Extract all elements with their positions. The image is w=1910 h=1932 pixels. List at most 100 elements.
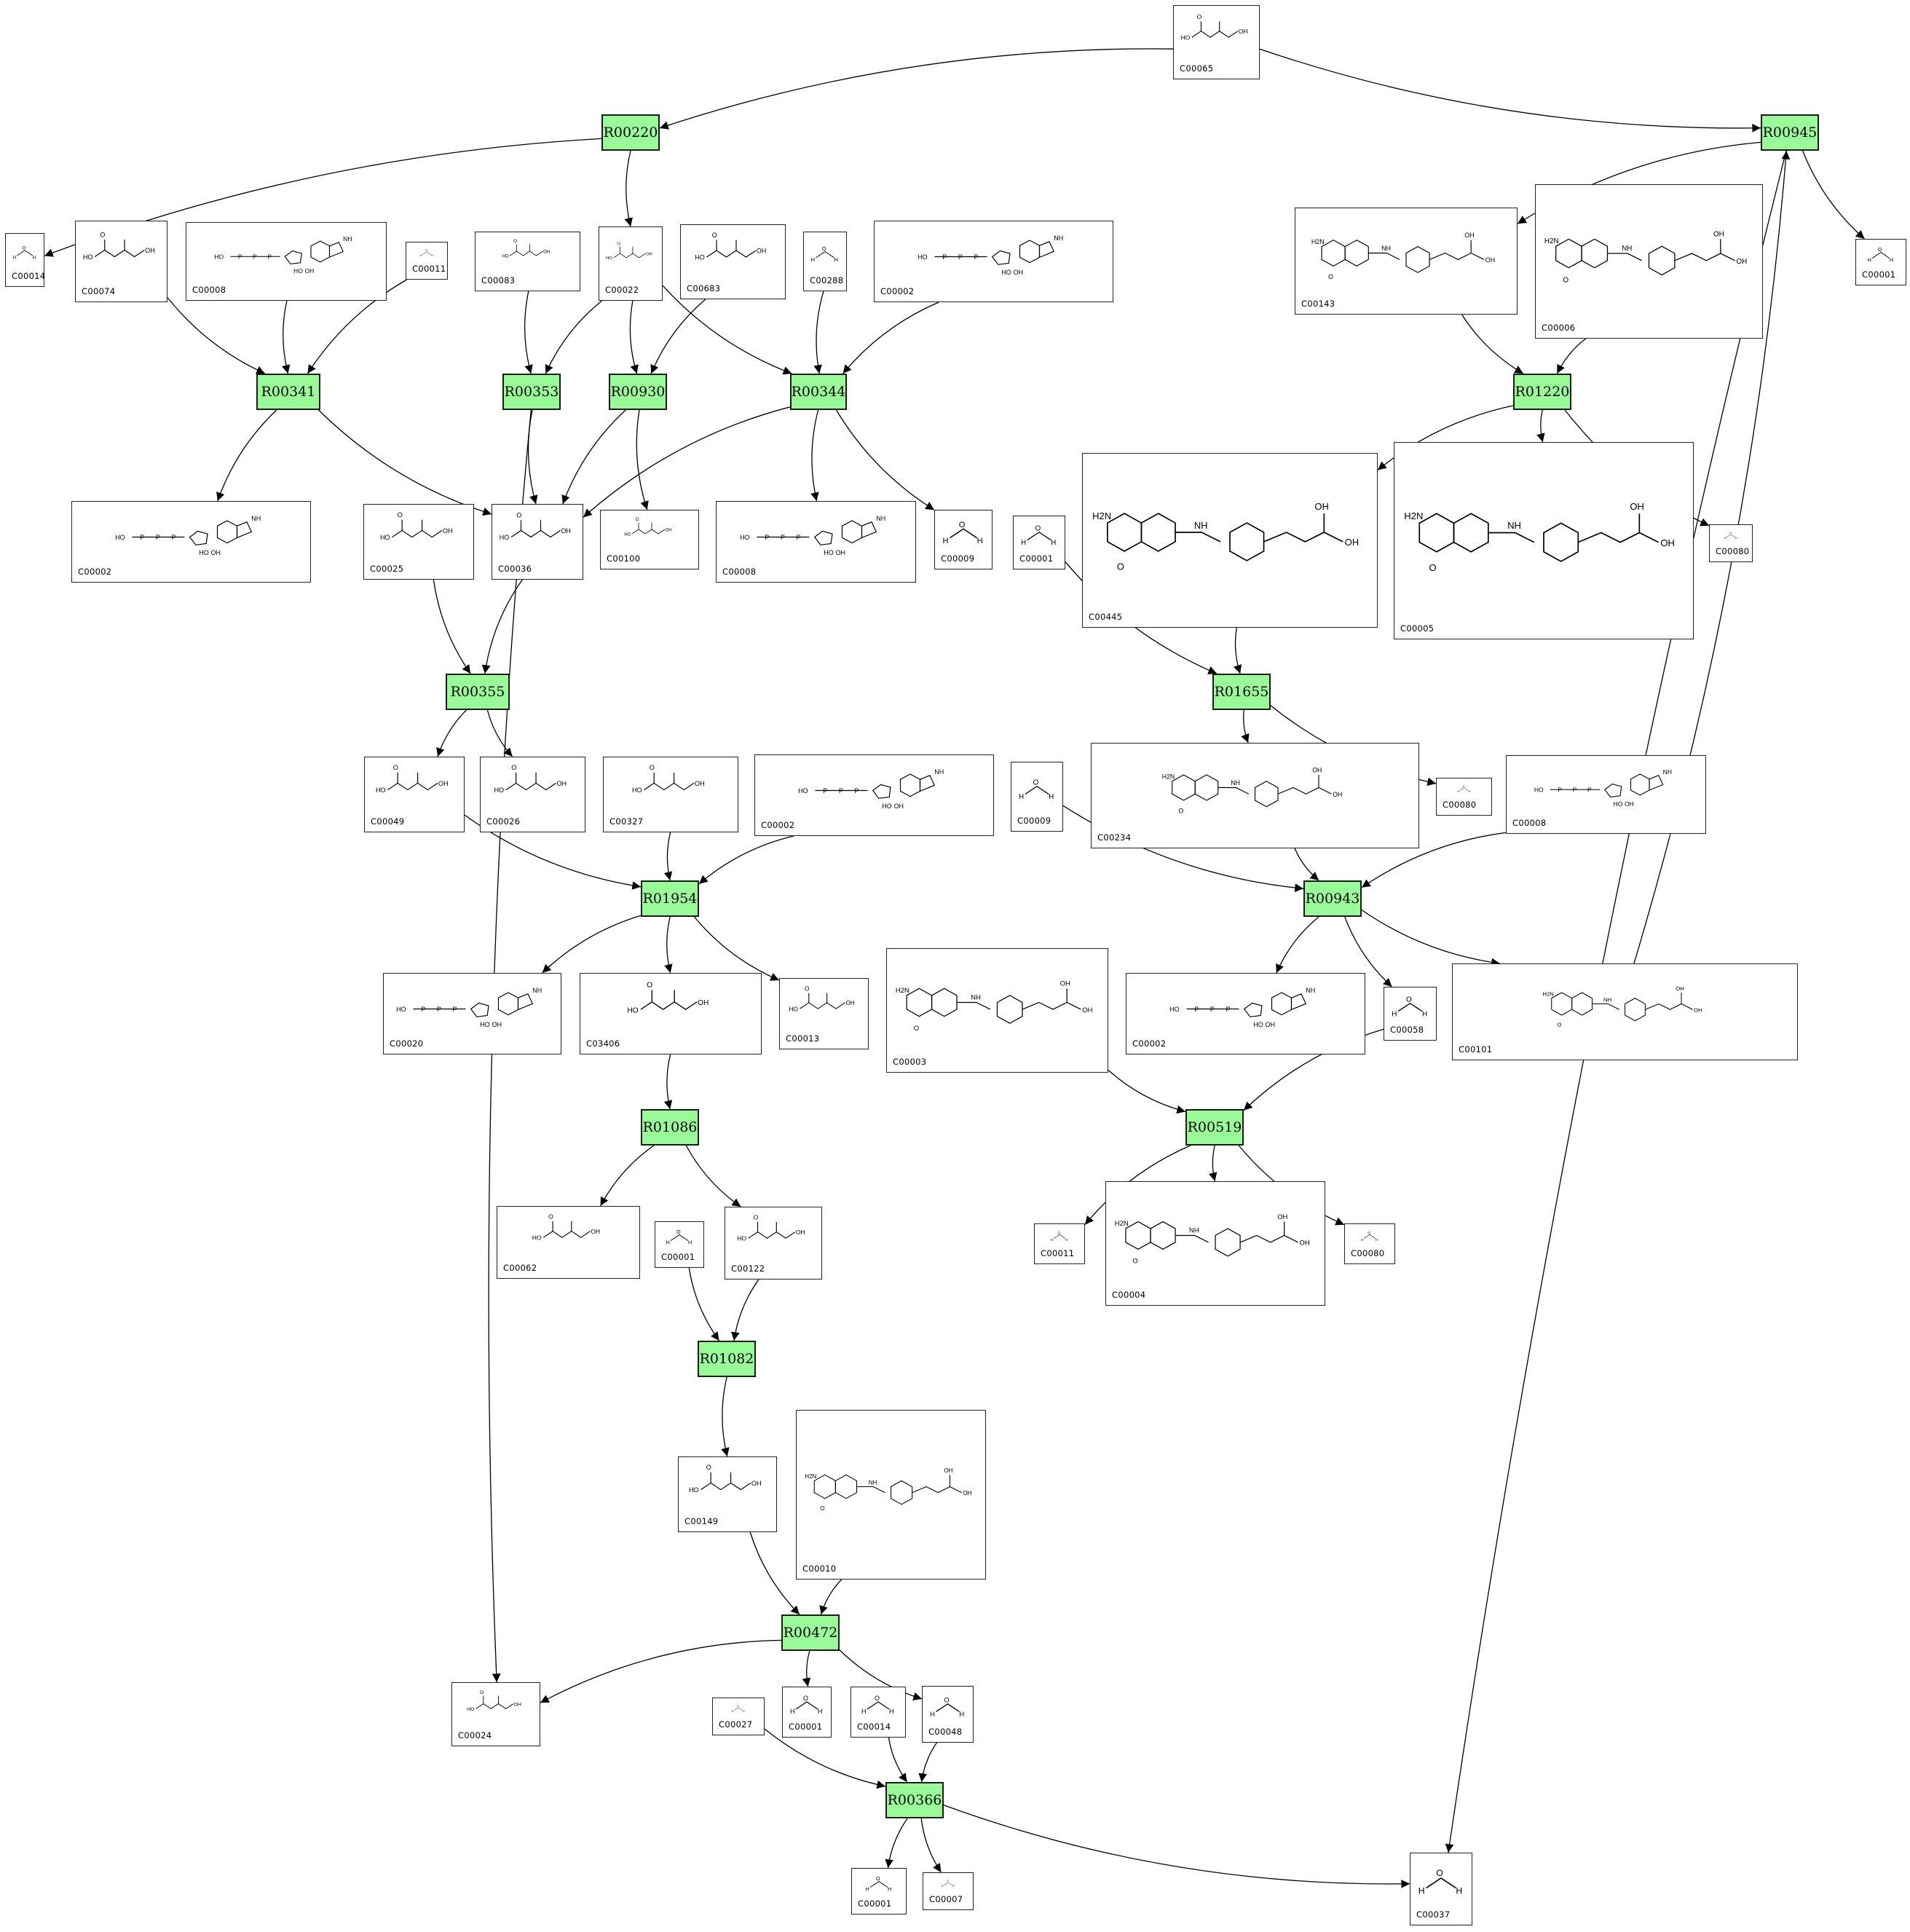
- reaction-r00344[interactable]: R00344: [790, 374, 847, 410]
- svg-text:O: O: [393, 764, 398, 771]
- svg-text:H: H: [688, 1239, 692, 1245]
- svg-text:H2N: H2N: [1092, 510, 1111, 521]
- edge-c00022-to-R00930: [629, 300, 639, 374]
- reaction-r00930[interactable]: R00930: [609, 374, 667, 410]
- edge-R00930-to-c00100: [636, 409, 649, 510]
- svg-text:OH: OH: [757, 248, 767, 255]
- reaction-r00366[interactable]: R00366: [885, 1782, 944, 1818]
- reaction-r00943[interactable]: R00943: [1303, 880, 1362, 917]
- reaction-r00355[interactable]: R00355: [446, 674, 510, 710]
- reaction-r00945[interactable]: R00945: [1761, 114, 1819, 151]
- svg-text:HO: HO: [606, 256, 612, 261]
- reaction-label: R00930: [610, 384, 666, 400]
- svg-text:HO: HO: [1181, 34, 1191, 42]
- edge-R00519-to-c00004: [1208, 1145, 1218, 1182]
- edge-R01086-to-c00062: [600, 1145, 655, 1207]
- reaction-r01220[interactable]: R01220: [1513, 374, 1571, 410]
- reaction-label: R00472: [783, 1625, 838, 1641]
- edge-R01954-to-c00013: [693, 916, 780, 981]
- svg-text:NH: NH: [1622, 245, 1632, 253]
- edge-c00048-to-R00366: [918, 1742, 937, 1783]
- edge-R01082-to-c00149: [721, 1376, 730, 1457]
- reaction-r00519[interactable]: R00519: [1185, 1109, 1244, 1146]
- edge-c00011a-to-R00341: [307, 279, 407, 374]
- svg-text:NH: NH: [869, 1479, 877, 1486]
- svg-text:OH: OH: [1014, 269, 1024, 276]
- reaction-r01086[interactable]: R01086: [641, 1109, 699, 1146]
- svg-text:HO: HO: [632, 786, 642, 794]
- svg-text:OH: OH: [646, 252, 652, 256]
- svg-text:O: O: [650, 764, 655, 771]
- reaction-r00341[interactable]: R00341: [256, 374, 320, 410]
- reaction-r01655[interactable]: R01655: [1212, 674, 1271, 710]
- edge-R00344-to-c00008b: [810, 409, 819, 502]
- svg-text:HO: HO: [917, 253, 928, 261]
- reaction-r01082[interactable]: R01082: [698, 1341, 756, 1377]
- svg-text:O: O: [712, 232, 717, 239]
- svg-text:P: P: [942, 253, 947, 261]
- edge-c00445-to-R01655: [1233, 627, 1242, 674]
- reaction-label: R01220: [1515, 384, 1570, 400]
- reaction-r00220[interactable]: R00220: [601, 114, 660, 151]
- edge-c00065-to-R00220: [659, 48, 1174, 130]
- edge-R00355-to-c00049: [436, 709, 467, 757]
- reaction-r00472[interactable]: R00472: [781, 1614, 840, 1651]
- reaction-r00353[interactable]: R00353: [502, 374, 561, 410]
- reaction-r01954[interactable]: R01954: [641, 880, 699, 917]
